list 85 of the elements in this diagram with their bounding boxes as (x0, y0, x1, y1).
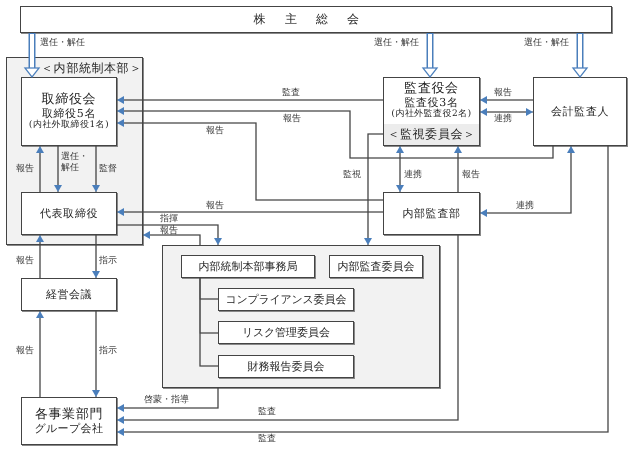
edge-label: 監督 (99, 164, 117, 175)
hollow-arrow (24, 33, 40, 78)
connector-arrow (92, 311, 100, 397)
org-box (218, 355, 354, 378)
connector-arrow (117, 235, 459, 424)
edge-label: 連携 (494, 114, 512, 125)
node-text: 監査役3名 (404, 96, 458, 110)
edge-label: 指示 (99, 256, 117, 267)
connector-arrow (117, 96, 383, 104)
connector-arrow (454, 146, 462, 192)
connector-arrow (117, 146, 609, 436)
node-text: 株主総会 (254, 12, 378, 27)
edge-label: 報告 (160, 226, 178, 237)
node-text: (内社外取締役1名) (28, 120, 110, 132)
org-box (383, 192, 480, 235)
node-text: 取締役会 (42, 92, 96, 108)
node-text: グループ会社 (34, 422, 104, 436)
edge-label: 監視 (343, 170, 361, 181)
group-panel (162, 245, 440, 388)
org-box (181, 255, 315, 278)
node-text: ＜内部統制本部＞ (41, 61, 142, 76)
connector-arrow (92, 146, 100, 192)
org-box (218, 288, 354, 311)
connector-arrow (480, 146, 575, 217)
org-box (218, 321, 354, 344)
node-text: 経営会議 (46, 288, 92, 302)
edge-label: 選任・解任 (61, 152, 89, 174)
node-text: 監査役会 (404, 80, 459, 96)
connector-arrow (117, 119, 383, 201)
edge-label: 報告 (206, 201, 224, 212)
edge-label: 報告 (494, 88, 512, 99)
connector-arrow (36, 311, 44, 397)
connector-arrow (117, 388, 219, 412)
connector-arrow (92, 235, 100, 278)
hollow-arrow (572, 33, 588, 78)
org-box (21, 397, 117, 445)
edge-label: 啓蒙・指導 (144, 395, 189, 406)
edge-label: 監査 (282, 88, 300, 99)
connector-arrow (117, 107, 554, 159)
edge-label: 報告 (16, 164, 34, 175)
connector-arrow (480, 108, 533, 116)
group-panel (6, 57, 143, 245)
org-box (21, 192, 117, 235)
node-text: 取締役5名 (42, 107, 96, 120)
edge-label: 監査 (258, 407, 276, 418)
edge-label: 報告 (283, 114, 301, 125)
node-text: 内部監査部 (402, 206, 460, 220)
connector-arrow (36, 235, 44, 278)
connector-arrow (143, 231, 201, 245)
edge-label: 報告 (206, 126, 224, 137)
connector-arrow (117, 224, 222, 245)
edge-label: 選任・解任 (374, 38, 419, 49)
connector-arrow (54, 146, 62, 192)
connector-arrow (480, 96, 533, 104)
connector-arrow (117, 208, 383, 216)
connector-arrow (396, 146, 404, 192)
org-box (329, 255, 423, 278)
hollow-arrow (422, 33, 438, 78)
org-box (533, 77, 627, 146)
node-text: 内部監査委員会 (338, 260, 414, 274)
org-box (383, 77, 480, 146)
node-text: 財務報告委員会 (248, 360, 324, 374)
edge-label: 選任・解任 (40, 38, 85, 49)
node-text: コンプライアンス委員会 (226, 292, 346, 306)
node-text: 内部統制本部事務局 (198, 260, 298, 274)
edge-label: 連携 (404, 170, 422, 181)
edge-label: 指示 (99, 346, 117, 357)
node-text: 各事業部門 (34, 406, 104, 422)
edge-label: 報告 (16, 346, 34, 357)
edge-label: 報告 (16, 256, 34, 267)
node-text: 代表取締役 (40, 206, 98, 220)
edge-label: 指揮 (160, 214, 178, 225)
org-box (21, 77, 117, 146)
edge-label: 監査 (258, 434, 276, 445)
connector-arrow (36, 146, 44, 192)
node-text: 会計監査人 (551, 104, 609, 118)
edge-label: 選任・解任 (524, 38, 569, 49)
connector-arrow (364, 133, 383, 245)
edge-label: 連携 (516, 201, 534, 212)
edge-label: 報告 (462, 170, 480, 181)
node-text: (内社外監査役2名) (391, 109, 472, 120)
node-text: リスク管理委員会 (242, 326, 330, 340)
node-text: ＜監視委員会＞ (387, 127, 476, 142)
org-box (21, 278, 117, 311)
title-box (20, 6, 612, 33)
